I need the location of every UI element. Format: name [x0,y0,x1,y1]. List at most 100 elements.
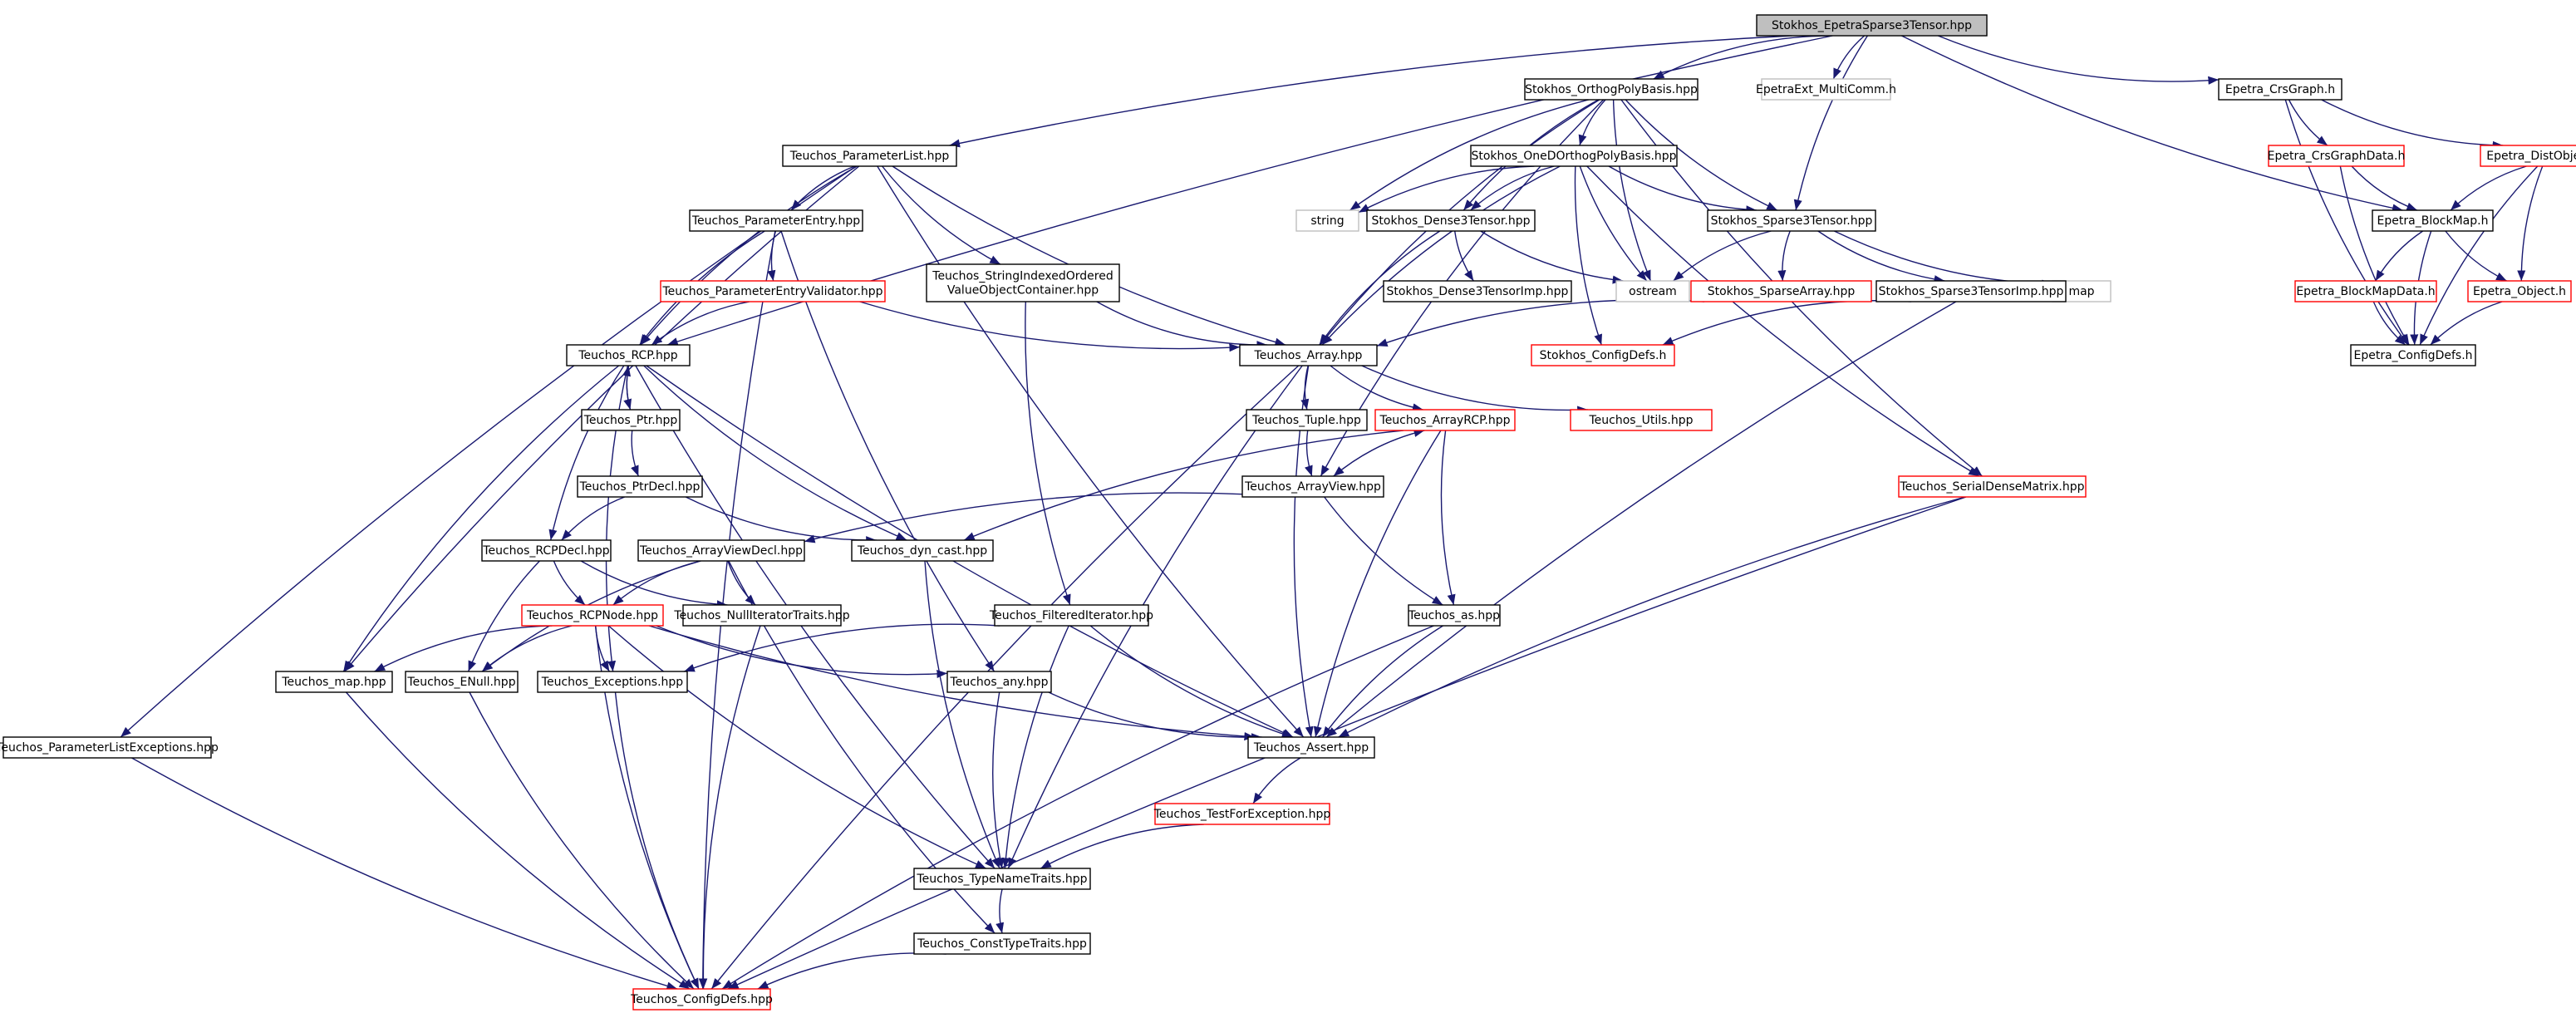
node-label-arrayrcp: Teuchos_ArrayRCP.hpp [1379,414,1511,427]
node-orthog[interactable]: Stokhos_OrthogPolyBasis.hpp [1524,78,1698,101]
node-crsgraph[interactable]: Epetra_CrsGraph.h [2218,78,2342,101]
edge-arrayrcp-to-as [1440,430,1456,606]
node-epobject[interactable]: Epetra_Object.h [2467,280,2572,302]
edge-assert-to-testfor [1252,757,1301,804]
node-blockmap[interactable]: Epetra_BlockMap.h [2372,209,2494,232]
node-box-arrayview [1241,475,1384,498]
node-label-sparsearray: Stokhos_SparseArray.hpp [1708,285,1856,298]
node-configdefsh[interactable]: Stokhos_ConfigDefs.h [1531,344,1675,366]
node-ostream[interactable]: ostream [1615,280,1690,302]
edge-filtered-to-typename [1001,625,1069,869]
node-label-rcp: Teuchos_RCP.hpp [578,349,677,362]
node-dyncast[interactable]: Teuchos_dyn_cast.hpp [851,539,994,562]
node-label-crsgraphdata: Epetra_CrsGraphData.h [2268,150,2406,163]
node-box-epconfig [2350,344,2476,366]
edge-root-to-paramlist [949,35,1792,148]
node-label-sparse3: Stokhos_Sparse3Tensor.hpp [1711,214,1873,228]
node-box-enull [405,671,519,693]
edges [120,35,2544,991]
node-root[interactable]: Stokhos_EpetraSparse3Tensor.hpp [1756,14,1988,37]
edge-oned-to-array [1321,165,1561,346]
node-consttype[interactable]: Teuchos_ConstTypeTraits.hpp [913,932,1091,955]
edge-rcpnode-to-assert [648,625,1256,741]
node-rcpdecl[interactable]: Teuchos_RCPDecl.hpp [481,539,612,562]
node-rcpnode[interactable]: Teuchos_RCPNode.hpp [521,604,664,627]
node-testfor[interactable]: Teuchos_TestForException.hpp [1153,803,1331,825]
node-arrayviewdecl[interactable]: Teuchos_ArrayViewDecl.hpp [637,539,805,562]
node-box-rcp [566,344,691,366]
node-array[interactable]: Teuchos_Array.hpp [1239,344,1378,366]
edge-crsgraph-to-epconfig [2284,99,2409,346]
node-filtered[interactable]: Teuchos_FilteredIterator.hpp [989,604,1153,627]
node-label-tconfig: Teuchos_ConfigDefs.hpp [630,993,773,1006]
node-blockmapdata[interactable]: Epetra_BlockMapData.h [2294,280,2437,302]
node-assert[interactable]: Teuchos_Assert.hpp [1247,736,1375,759]
node-paramlist[interactable]: Teuchos_ParameterList.hpp [782,145,957,167]
node-box-ptr [581,409,681,431]
edge-any-to-typename [992,691,1005,869]
edge-orthog-to-ostream [1612,99,1652,282]
node-rcp[interactable]: Teuchos_RCP.hpp [566,344,691,366]
node-label-distobject: Epetra_DistObject.h [2486,150,2576,163]
node-box-array [1239,344,1378,366]
node-box-sparse3imp [1875,280,2067,302]
node-sparse3imp[interactable]: Stokhos_Sparse3TensorImp.hpp [1875,280,2067,302]
node-box-dense3imp [1383,280,1572,302]
node-arrayrcp[interactable]: Teuchos_ArrayRCP.hpp [1374,409,1516,431]
node-sparse3[interactable]: Stokhos_Sparse3Tensor.hpp [1707,209,1876,232]
node-distobject[interactable]: Epetra_DistObject.h [2480,145,2576,167]
edge-exceptions-to-tconfig [614,691,700,990]
edge-orthog-to-sparse3 [1625,99,1778,211]
edge-rcpdecl-to-enull [467,560,540,672]
node-tmap[interactable]: Teuchos_map.hpp [275,671,393,693]
node-box-sparsearray [1690,280,1872,302]
node-serialdense[interactable]: Teuchos_SerialDenseMatrix.hpp [1898,475,2087,498]
node-paramvalidator[interactable]: Teuchos_ParameterEntryValidator.hpp [660,280,886,302]
node-ptr[interactable]: Teuchos_Ptr.hpp [581,409,681,431]
node-box-crsgraph [2218,78,2342,101]
node-typename[interactable]: Teuchos_TypeNameTraits.hpp [913,868,1091,890]
node-box-strindexed [926,263,1120,302]
node-sparsearray[interactable]: Stokhos_SparseArray.hpp [1690,280,1872,302]
node-epconfig[interactable]: Epetra_ConfigDefs.h [2350,344,2476,366]
node-ptrdecl[interactable]: Teuchos_PtrDecl.hpp [577,475,703,498]
node-crsgraphdata[interactable]: Epetra_CrsGraphData.h [2268,145,2406,167]
edge-any-to-assert [1048,691,1262,742]
node-exceptions[interactable]: Teuchos_Exceptions.hpp [537,671,688,693]
edge-array-to-arrayrcp [1330,365,1423,412]
node-arrayview[interactable]: Teuchos_ArrayView.hpp [1241,475,1384,498]
edge-arrayrcp-to-dyncast [963,430,1404,541]
node-nulliter[interactable]: Teuchos_NullIteratorTraits.hpp [673,604,850,627]
node-tconfig[interactable]: Teuchos_ConfigDefs.hpp [630,988,773,1011]
node-box-nulliter [682,604,842,627]
node-multicomm[interactable]: EpetraExt_MultiComm.h [1756,78,1896,101]
node-oned[interactable]: Stokhos_OneDOrthogPolyBasis.hpp [1470,145,1678,167]
edge-root-to-crsgraph [1938,35,2220,85]
node-plexceptions[interactable]: Teuchos_ParameterListExceptions.hpp [0,736,219,759]
node-label-paramentry: Teuchos_ParameterEntry.hpp [691,214,860,228]
node-label-typename: Teuchos_TypeNameTraits.hpp [916,873,1087,886]
node-tuple[interactable]: Teuchos_Tuple.hpp [1246,409,1368,431]
edge-enull-to-tconfig [469,691,695,990]
node-enull[interactable]: Teuchos_ENull.hpp [405,671,519,693]
edge-as-to-assert [1321,625,1443,738]
node-dense3[interactable]: Stokhos_Dense3Tensor.hpp [1366,209,1536,232]
node-box-typename [913,868,1091,890]
node-any[interactable]: Teuchos_any.hpp [946,671,1052,693]
edge-sparsearray-to-array [1376,299,1705,347]
node-label-utils: Teuchos_Utils.hpp [1589,414,1694,427]
node-box-tmap [275,671,393,693]
edge-filtered-to-assert [1089,625,1293,738]
edge-rcp-to-dyncast [643,365,907,541]
edge-blockmapdata-to-epconfig [2372,301,2406,346]
node-label-ostream: ostream [1629,285,1677,298]
node-as[interactable]: Teuchos_as.hpp [1408,604,1501,627]
node-dense3imp[interactable]: Stokhos_Dense3TensorImp.hpp [1383,280,1572,302]
edge-blockmap-to-blockmapdata [2375,230,2424,282]
node-utils[interactable]: Teuchos_Utils.hpp [1570,409,1713,431]
edge-rcp-to-tmap [342,365,620,672]
node-label-testfor: Teuchos_TestForException.hpp [1153,808,1331,821]
node-string[interactable]: string [1295,209,1359,232]
node-paramentry[interactable]: Teuchos_ParameterEntry.hpp [689,209,863,232]
